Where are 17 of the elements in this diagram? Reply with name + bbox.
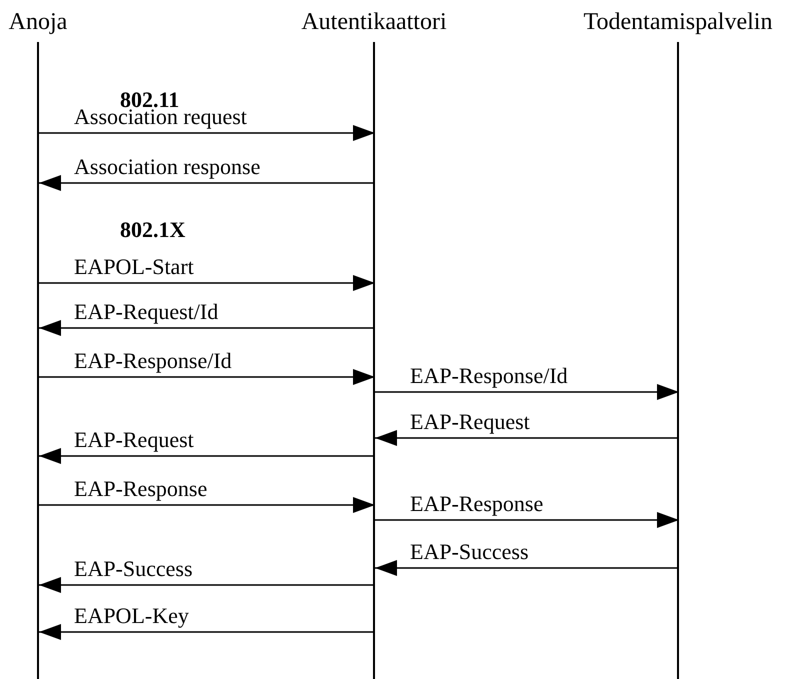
participant-label: Anoja xyxy=(8,8,68,36)
message-arrow xyxy=(39,497,375,513)
message-arrow xyxy=(375,384,679,400)
message-arrow xyxy=(39,577,375,593)
message-arrow xyxy=(39,448,375,464)
message-arrow xyxy=(39,624,375,640)
message-arrow xyxy=(375,512,679,528)
message-arrow xyxy=(39,175,375,191)
message-arrow xyxy=(39,275,375,291)
section-heading: 802.1X xyxy=(120,218,186,242)
message-arrow xyxy=(39,369,375,385)
message-arrow xyxy=(39,125,375,141)
message-arrow xyxy=(375,560,679,576)
participant-label: Todentamispalvelin xyxy=(584,8,772,36)
message-arrow xyxy=(39,320,375,336)
participant-label: Autentikaattori xyxy=(301,8,447,36)
message-arrow xyxy=(375,430,679,446)
